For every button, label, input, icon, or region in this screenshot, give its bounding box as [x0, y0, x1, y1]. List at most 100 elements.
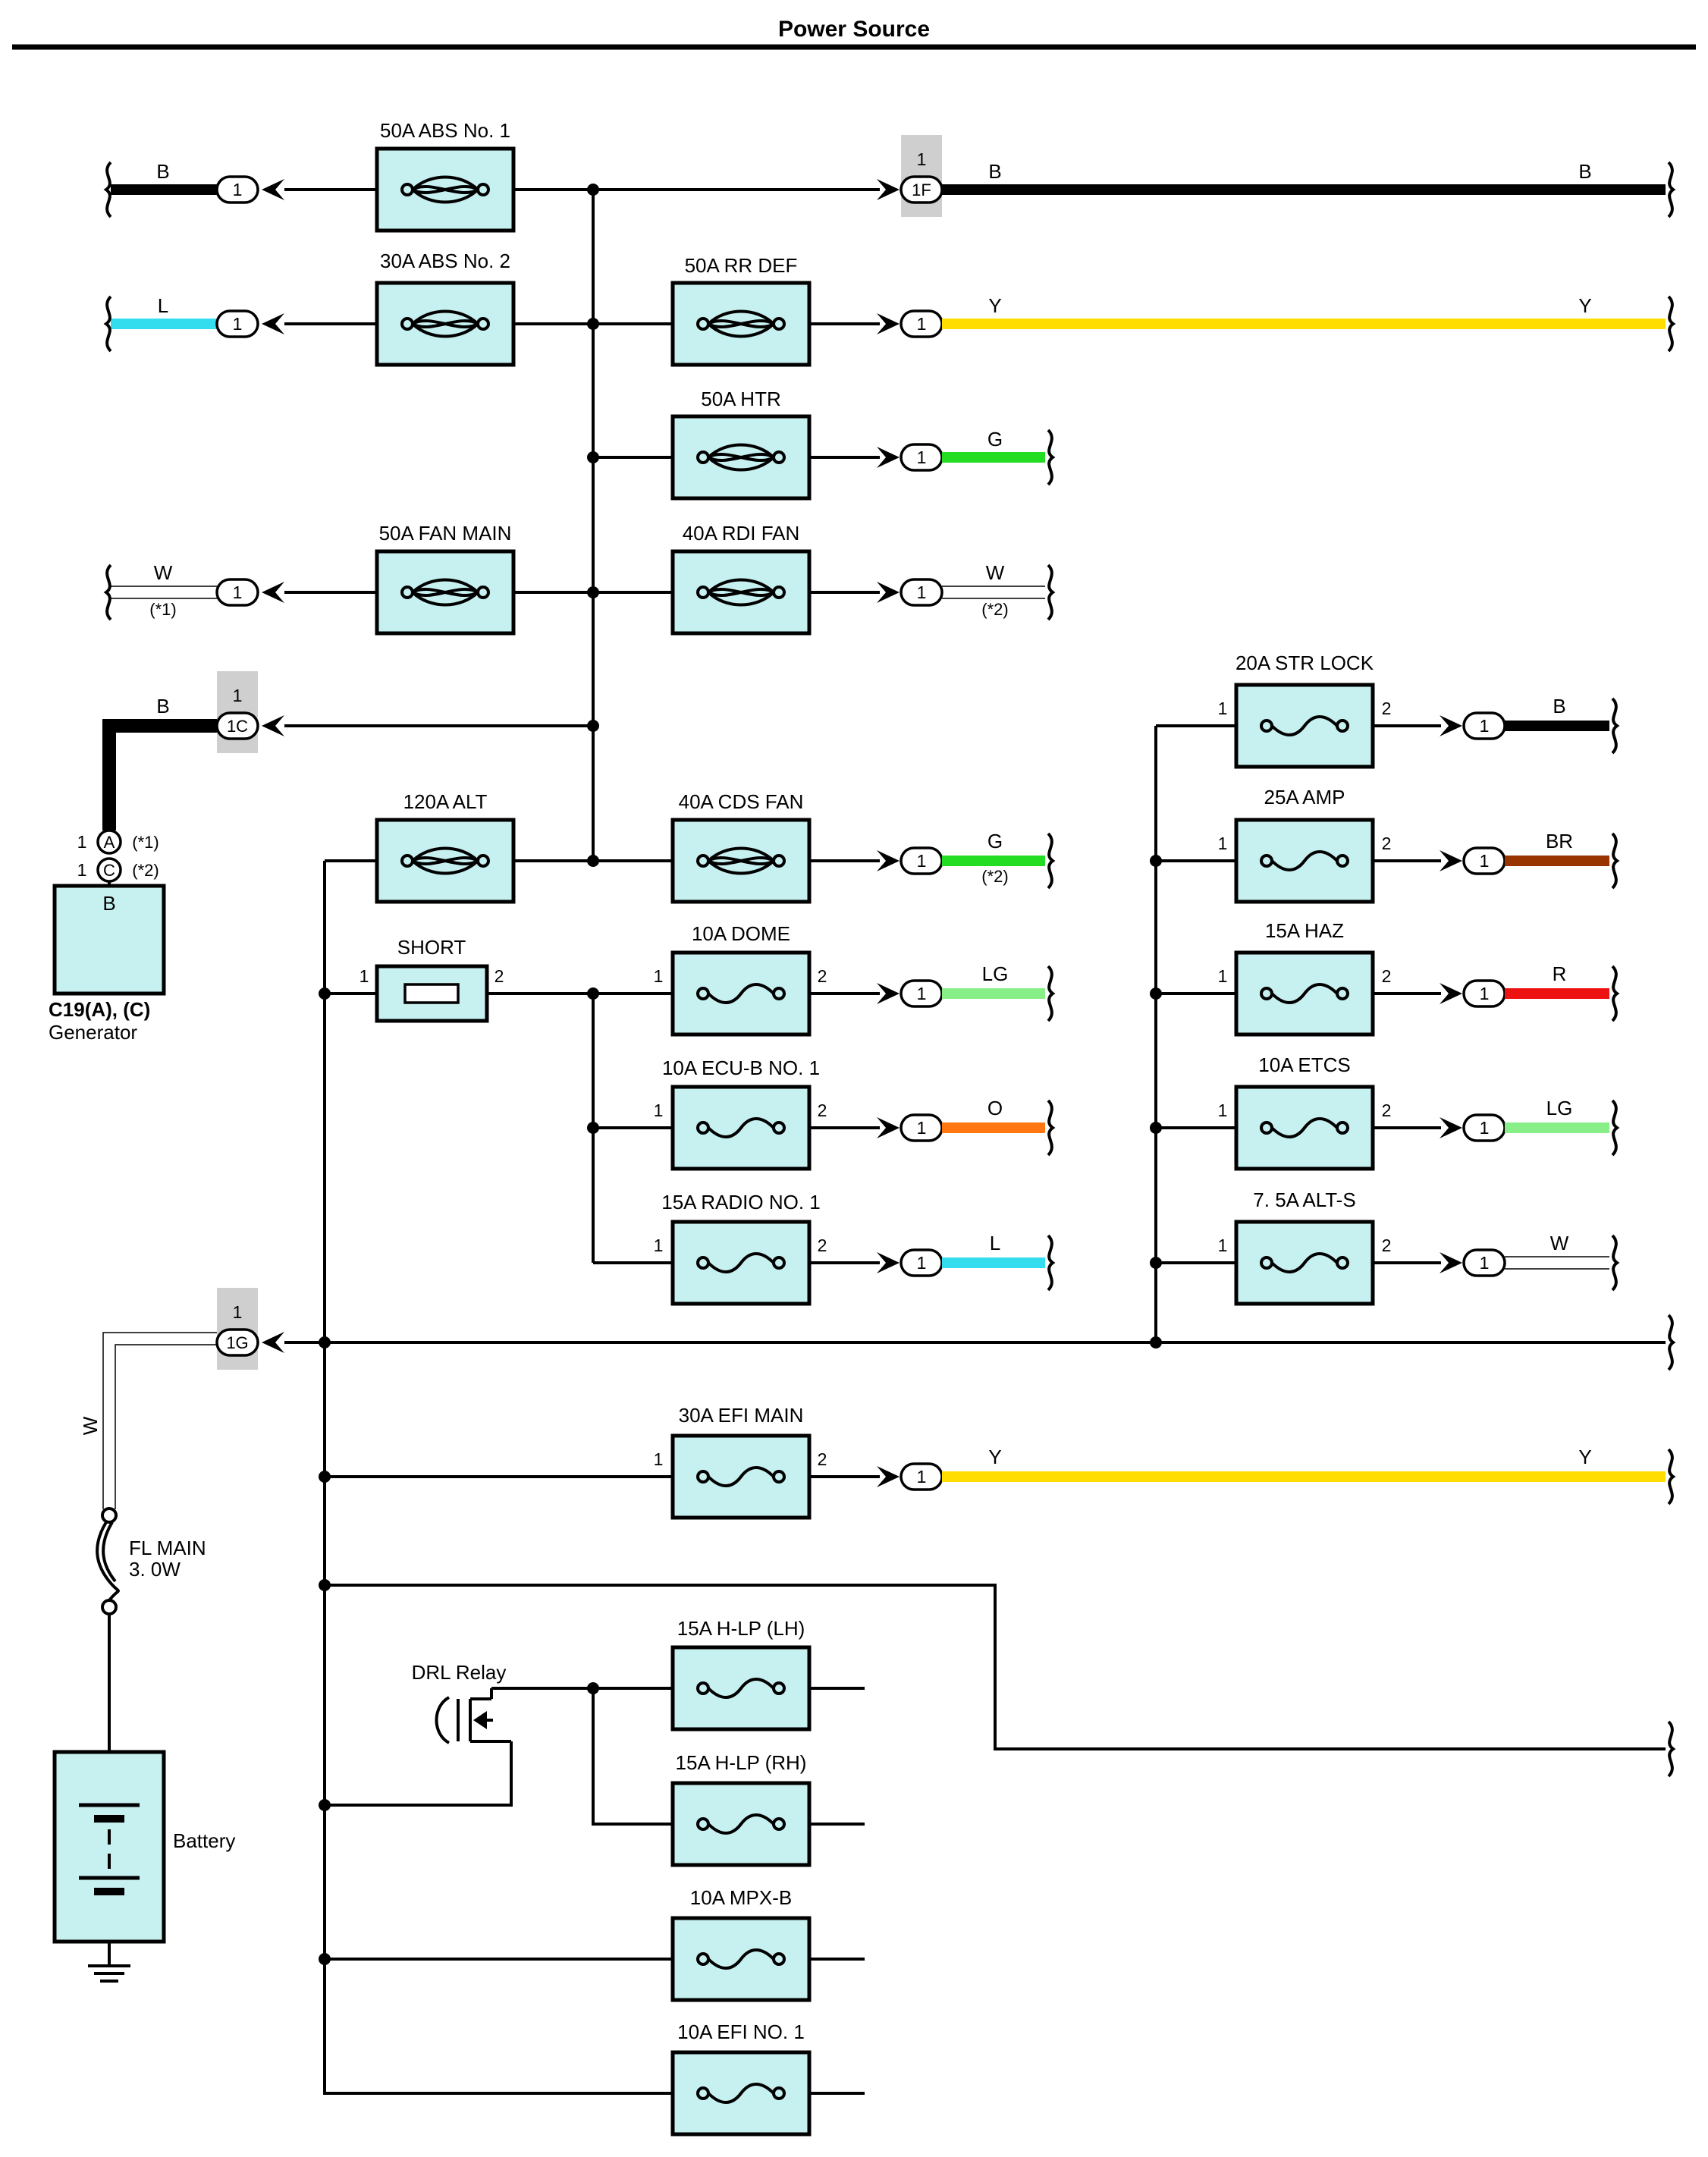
- wire-color-label: Y: [988, 1446, 1001, 1468]
- connector-pin-label: 1: [917, 1253, 927, 1273]
- fuse-pin: 2: [818, 1235, 827, 1255]
- drl-relay-label: DRL Relay: [412, 1661, 507, 1684]
- wire-color-label: LG: [1546, 1097, 1573, 1119]
- connector-pin-label: 1: [1480, 716, 1490, 736]
- wire-color-label: W: [154, 561, 173, 584]
- fuse-fan-main: 50A FAN MAIN: [377, 522, 513, 633]
- wire-color-label: G: [987, 428, 1003, 451]
- fuse-15a-h-lp-rh: 15A H-LP (RH): [673, 1751, 809, 1865]
- wire-color-label: B: [1578, 160, 1591, 183]
- fuse-30a-efi-main: 30A EFI MAIN: [673, 1404, 809, 1518]
- wire-color-label: B: [1553, 695, 1565, 717]
- fuse-pin: 2: [1382, 834, 1392, 853]
- fuse-label: 10A MPX-B: [690, 1886, 792, 1909]
- fl-main-label: FL MAIN: [129, 1537, 206, 1559]
- connector-pin-label: 1: [233, 314, 243, 334]
- junction-connector-1c: 1C: [227, 717, 248, 736]
- connector-pin-label: 1: [917, 582, 927, 602]
- fuse-label: 15A HAZ: [1265, 919, 1344, 942]
- connector-pin-label: 1: [917, 1467, 927, 1487]
- fuse-pin: 2: [1382, 699, 1392, 718]
- wire-color-label: Y: [1578, 294, 1591, 317]
- generator-note: (*2): [132, 861, 159, 880]
- fuse-rr-def: 50A RR DEF: [673, 254, 809, 365]
- junction-pin: 1: [233, 686, 243, 705]
- generator-name: Generator: [49, 1021, 137, 1044]
- fl-main-fusible-link: FL MAIN 3. 0W: [96, 1507, 206, 1615]
- fuse-pin: 1: [1218, 1100, 1228, 1120]
- fuse-10a-efi-no1: 10A EFI NO. 1: [673, 2020, 809, 2134]
- fuse-label: 30A ABS No. 2: [380, 250, 510, 272]
- ground-icon: [88, 1942, 130, 1983]
- fuse-label: 30A EFI MAIN: [679, 1404, 804, 1427]
- fuse-pin: 1: [654, 1449, 664, 1469]
- fuse-10a-etcs: 1 10A ETCS 2: [1218, 1053, 1392, 1169]
- connector-pin-label: 1: [917, 984, 927, 1003]
- fuse-abs-no1: 50A ABS No. 1: [377, 119, 513, 231]
- fuse-pin: 2: [1382, 966, 1392, 986]
- generator-pin: 1: [77, 860, 87, 880]
- fuse-cds-fan: 40A CDS FAN: [673, 790, 809, 902]
- wire-note-label: (*2): [981, 600, 1008, 619]
- fuse-pin: 2: [818, 1100, 827, 1120]
- fuse-label: 120A ALT: [403, 790, 488, 813]
- fuse-15a-haz: 1 15A HAZ 2: [1218, 919, 1392, 1035]
- connector-pin-label: 1: [917, 314, 927, 334]
- wire-color-label: Y: [988, 294, 1001, 317]
- fuse-label: 25A AMP: [1264, 786, 1345, 808]
- fl-main-rating: 3. 0W: [129, 1558, 181, 1581]
- junction-connector-1f: 1F: [912, 181, 931, 199]
- wire-note-label: (*1): [149, 600, 176, 619]
- fuse-15a-h-lp-lh: 15A H-LP (LH): [673, 1617, 809, 1729]
- fuse-pin: 2: [1382, 1100, 1392, 1120]
- fuse-10a-dome: 10A DOME: [673, 922, 809, 1035]
- fuse-pin: 1: [1218, 834, 1228, 853]
- wire-color-label: LG: [982, 962, 1009, 985]
- generator-note: (*1): [132, 833, 159, 852]
- wire-color-label: G: [987, 830, 1003, 852]
- wire-color-label: O: [987, 1097, 1003, 1119]
- fuse-pin: 1: [654, 1100, 664, 1120]
- fuse-120a-alt: 120A ALT: [377, 790, 513, 902]
- fuse-label: 10A ECU-B NO. 1: [662, 1057, 820, 1079]
- fuse-pin: 1: [1218, 699, 1228, 718]
- short-label: SHORT: [397, 936, 466, 959]
- wire-color-label: B: [156, 160, 169, 183]
- generator-terminal-label: B: [102, 892, 115, 915]
- battery: Battery: [52, 1750, 235, 1944]
- fuse-pin: 1: [654, 1235, 664, 1255]
- short-pin: 1: [359, 966, 369, 986]
- fuse-pin: 2: [1382, 1235, 1392, 1255]
- fuse-15a-radio-no1: 15A RADIO NO. 1: [661, 1191, 821, 1304]
- connector-pin-label: 1: [1480, 1253, 1490, 1273]
- fuse-pin: 2: [818, 966, 827, 986]
- fuse-25a-amp: 1 25A AMP 2: [1218, 786, 1392, 902]
- fuse-pin: 1: [654, 966, 664, 986]
- drl-relay: DRL Relay: [412, 1661, 511, 1744]
- generator-pin: 1: [77, 832, 87, 852]
- connector-pin-label: 1: [917, 447, 927, 467]
- fuse-label: 50A RR DEF: [685, 254, 798, 277]
- connector-pin-label: 1: [1480, 984, 1490, 1003]
- fuse-pin: 1: [1218, 966, 1228, 986]
- connector-pin-label: 1: [233, 582, 243, 602]
- fuse-10a-ecu-b-no1: 10A ECU-B NO. 1: [662, 1057, 820, 1169]
- wire-color-label: W: [1550, 1232, 1569, 1254]
- wire-color-label: B: [156, 695, 169, 717]
- wire-color-label: BR: [1546, 830, 1573, 852]
- fuse-label: 10A DOME: [692, 922, 790, 945]
- fuse-label: 50A FAN MAIN: [379, 522, 512, 545]
- fuse-rdi-fan: 40A RDI FAN: [673, 522, 809, 633]
- page-title: Power Source: [778, 17, 930, 42]
- fuse-label: 20A STR LOCK: [1235, 651, 1374, 674]
- fuse-10a-mpx-b: 10A MPX-B: [673, 1886, 809, 2000]
- fuse-label: 15A RADIO NO. 1: [661, 1191, 821, 1214]
- fuse-7-5a-alt-s: 1 7. 5A ALT-S 2: [1218, 1188, 1392, 1304]
- short-pin-fuse: SHORT: [375, 936, 489, 1023]
- wire-color-label: W: [79, 1416, 102, 1435]
- fuse-label: 10A ETCS: [1258, 1053, 1350, 1076]
- connector-pin-label: 1: [1480, 1118, 1490, 1138]
- connector-pin-label: 1: [1480, 851, 1490, 871]
- fuse-label: 40A RDI FAN: [683, 522, 800, 545]
